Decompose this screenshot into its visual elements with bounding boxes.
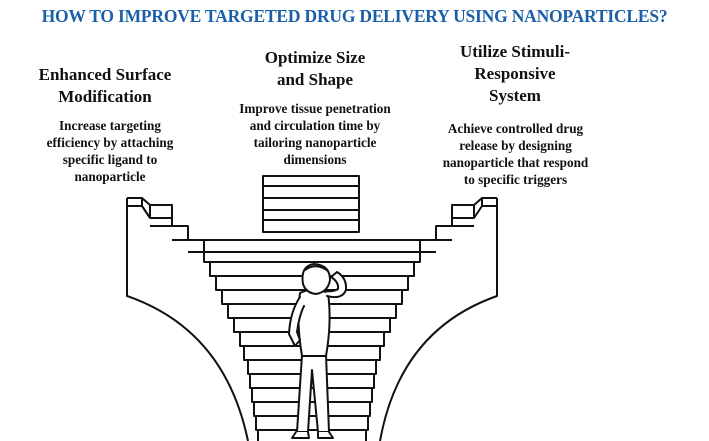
central-step-13 [253, 402, 371, 417]
right-stair-1 [481, 197, 497, 207]
left-stair-1 [127, 197, 143, 207]
left-curve [126, 198, 249, 441]
right-curve [379, 198, 498, 441]
center-column [262, 175, 360, 233]
left-stair-3 [172, 225, 189, 241]
section-heading-size-shape: Optimize Size and Shape [264, 48, 366, 89]
left-stair-2 [150, 204, 173, 227]
right-stair-3 [435, 225, 452, 241]
section-heading-stimuli-responsive: Utilize Stimuli- Responsive System [459, 42, 570, 105]
thinking-person-icon [288, 263, 348, 439]
left-stair-4 [188, 239, 205, 253]
section-description-stimuli-responsive: Achieve controlled drug release by desig… [442, 121, 589, 187]
section-heading-surface-modification: Enhanced Surface Modification [38, 65, 172, 106]
central-step-11 [249, 374, 375, 389]
page-title: HOW TO IMPROVE TARGETED DRUG DELIVERY US… [41, 6, 668, 26]
central-step-2 [203, 251, 421, 263]
right-stair-4 [419, 239, 436, 253]
section-description-size-shape: Improve tissue penetration and circulati… [239, 101, 391, 167]
right-stair-2 [451, 204, 474, 227]
section-description-surface-modification: Increase targeting efficiency by attachi… [46, 118, 174, 184]
central-step-14 [255, 416, 369, 431]
central-step-12 [251, 388, 373, 403]
